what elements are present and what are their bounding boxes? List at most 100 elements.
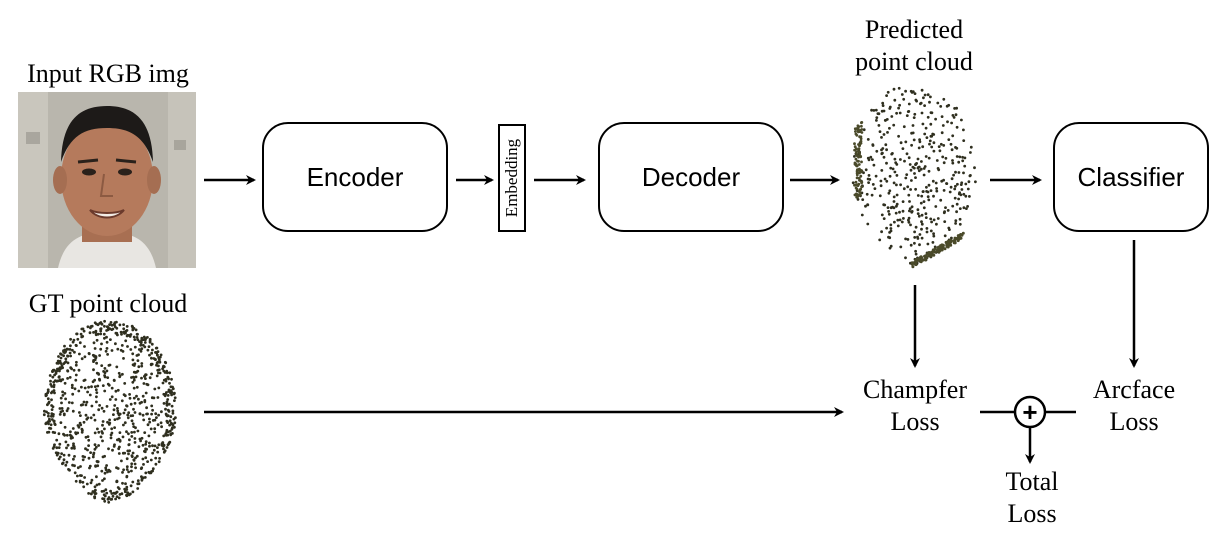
point — [73, 455, 76, 458]
point — [98, 354, 101, 357]
point — [95, 391, 99, 394]
point — [889, 227, 893, 230]
point — [925, 227, 929, 230]
point — [916, 194, 920, 197]
point — [132, 378, 136, 382]
point — [161, 441, 165, 444]
point — [913, 112, 917, 116]
point — [133, 411, 137, 414]
point — [72, 457, 75, 461]
point — [173, 396, 177, 400]
point — [936, 217, 940, 220]
point — [860, 121, 863, 125]
point — [932, 194, 935, 198]
point — [53, 431, 57, 434]
point — [147, 345, 151, 348]
point — [936, 167, 940, 170]
point — [879, 179, 883, 183]
point — [162, 402, 166, 405]
point — [94, 445, 98, 449]
point — [170, 404, 174, 408]
point — [871, 183, 875, 186]
point — [87, 352, 91, 355]
point — [169, 433, 173, 437]
point — [151, 444, 154, 448]
point — [110, 349, 114, 352]
predicted-point-cloud-points — [851, 86, 977, 269]
point — [897, 134, 900, 138]
point — [99, 329, 103, 333]
point — [931, 179, 935, 183]
point — [83, 476, 86, 479]
point — [962, 139, 966, 143]
point — [855, 176, 859, 180]
point — [909, 243, 913, 247]
point — [906, 185, 910, 189]
point — [62, 458, 66, 462]
point — [929, 217, 933, 221]
point — [116, 407, 119, 410]
point — [139, 343, 143, 347]
point — [106, 420, 109, 424]
point — [118, 323, 122, 327]
point — [79, 414, 82, 417]
point — [127, 452, 130, 456]
gt-point-cloud-points — [42, 319, 177, 504]
point — [167, 377, 171, 381]
point — [74, 432, 78, 436]
point — [113, 426, 116, 429]
point — [854, 130, 857, 133]
point — [950, 121, 953, 125]
point — [167, 442, 171, 446]
point — [61, 394, 65, 397]
point — [888, 126, 891, 130]
point — [165, 419, 169, 423]
point — [941, 155, 945, 159]
point — [968, 174, 972, 178]
point — [966, 187, 970, 191]
point — [125, 474, 129, 478]
point — [77, 368, 81, 372]
point — [869, 155, 873, 159]
point — [60, 401, 63, 405]
point — [80, 327, 84, 331]
point — [127, 438, 131, 442]
point — [72, 444, 75, 448]
point — [115, 479, 119, 483]
point — [48, 417, 51, 421]
point — [152, 448, 156, 452]
point — [71, 348, 74, 352]
point — [859, 137, 863, 141]
point — [870, 108, 873, 112]
point — [955, 125, 959, 129]
point — [954, 170, 957, 174]
point — [66, 377, 69, 380]
point — [137, 445, 141, 449]
point — [854, 163, 858, 166]
point — [70, 446, 74, 450]
point — [114, 398, 118, 401]
point — [920, 220, 923, 224]
point — [853, 142, 856, 146]
point — [117, 496, 121, 500]
point — [928, 100, 931, 104]
point — [916, 208, 920, 212]
point — [168, 419, 172, 423]
point — [60, 407, 64, 410]
point — [921, 145, 925, 149]
point — [131, 414, 135, 417]
point — [123, 421, 127, 425]
point — [124, 329, 128, 333]
point — [947, 138, 951, 142]
point — [65, 460, 69, 464]
point — [59, 396, 63, 400]
point — [125, 430, 128, 434]
point — [159, 421, 163, 425]
point — [109, 489, 112, 493]
point — [157, 443, 161, 447]
point — [893, 170, 897, 174]
point — [93, 347, 97, 350]
point — [123, 382, 127, 385]
point — [100, 364, 104, 367]
